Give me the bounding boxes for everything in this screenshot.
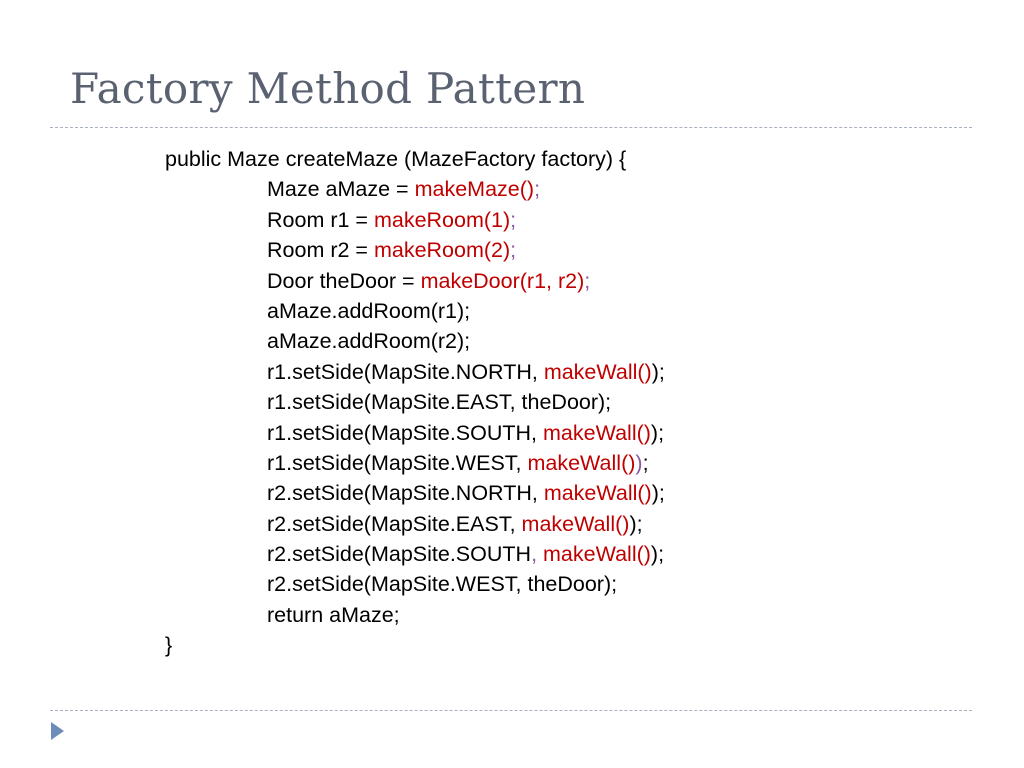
code-token: aMaze.addRoom(r2); [267,329,471,354]
code-token: ; [534,177,541,202]
factory-call: makeWall() [543,481,652,506]
code-token: aMaze.addRoom(r1); [267,298,471,323]
code-token: ); [651,359,665,384]
code-token: } [165,633,173,658]
factory-call: makeDoor(r1, r2) [420,268,585,293]
code-token: public Maze createMaze (MazeFactory fact… [165,147,627,171]
code-line: Maze aMaze = makeMaze(); [165,174,665,204]
code-line: aMaze.addRoom(r1); [165,296,665,326]
code-token: ); [651,481,665,506]
code-token: r2.setSide(MapSite.NORTH, [267,481,544,506]
code-token: r1.setSide(MapSite.WEST, [267,450,528,475]
code-line: r1.setSide(MapSite.SOUTH, makeWall()); [165,418,665,448]
factory-call: makeWall() [543,420,651,445]
code-token: r2.setSide(MapSite.EAST, [267,511,522,536]
code-token: ); [629,511,643,536]
code-token: ; [510,207,517,232]
code-token: Room r1 = [267,207,374,232]
factory-call: makeRoom(2) [373,238,511,263]
code-token: r2.setSide(MapSite.SOUTH [267,542,532,567]
factory-call: makeMaze() [414,177,535,202]
footer-divider [50,710,972,711]
code-token: r1.setSide(MapSite.EAST, theDoor); [267,390,612,415]
code-line: r2.setSide(MapSite.WEST, theDoor); [165,569,665,599]
code-token: ) [635,450,643,475]
code-line: aMaze.addRoom(r2); [165,326,665,356]
code-line: Door theDoor = makeDoor(r1, r2); [165,266,665,296]
code-token: ; [510,238,517,263]
code-line: Room r2 = makeRoom(2); [165,235,665,265]
factory-call: makeWall() [527,450,636,475]
code-line: Room r1 = makeRoom(1); [165,205,665,235]
factory-call: makeWall() [543,542,651,567]
code-token: ; [584,268,591,293]
code-line: r1.setSide(MapSite.NORTH, makeWall()); [165,357,665,387]
code-line: r1.setSide(MapSite.EAST, theDoor); [165,387,665,417]
code-line: return aMaze; [165,600,665,630]
code-token: ; [642,450,649,475]
code-token: return aMaze; [267,602,400,627]
code-token: r2.setSide(MapSite.WEST, theDoor); [267,572,618,597]
slide-title: Factory Method Pattern [70,64,586,113]
code-block: public Maze createMaze (MazeFactory fact… [165,144,665,661]
code-token: Room r2 = [267,238,374,263]
code-line: r2.setSide(MapSite.SOUTH, makeWall()); [165,539,665,569]
play-triangle-icon [51,722,64,740]
code-line: r2.setSide(MapSite.NORTH, makeWall()); [165,478,665,508]
code-line: public Maze createMaze (MazeFactory fact… [165,144,665,174]
code-token: Maze aMaze = [267,177,415,202]
code-token: Door theDoor = [267,268,421,293]
code-token: r1.setSide(MapSite.SOUTH, [267,420,544,445]
code-token: ); [650,542,665,567]
factory-call: makeWall() [521,511,630,536]
code-token: ); [650,420,665,445]
code-line: r2.setSide(MapSite.EAST, makeWall()); [165,509,665,539]
title-divider [50,127,972,128]
code-line: r1.setSide(MapSite.WEST, makeWall()); [165,448,665,478]
code-token: r1.setSide(MapSite.NORTH, [267,359,544,384]
factory-call: makeWall() [543,359,652,384]
code-line: } [165,630,665,660]
code-token: , [531,542,544,567]
factory-call: makeRoom(1) [373,207,511,232]
